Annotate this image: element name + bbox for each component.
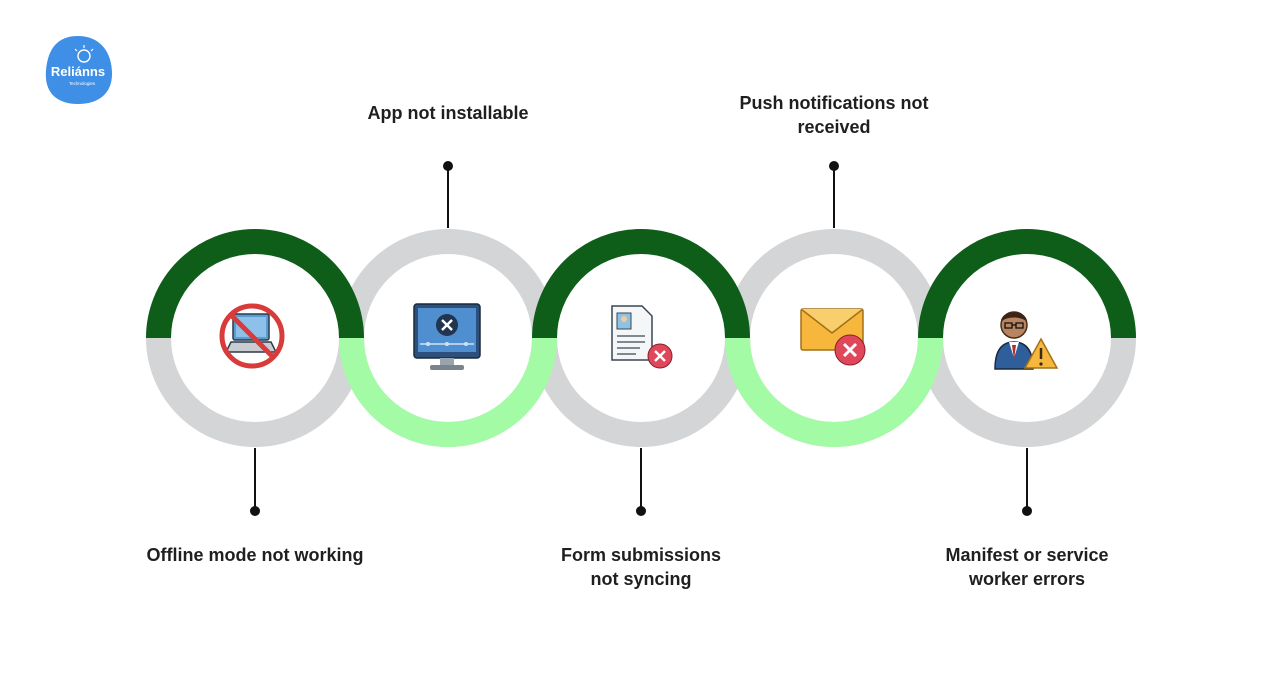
logo-subtext: Technologies [69,81,96,86]
person-warning-icon [994,311,1059,370]
step-label-app-not-installable: App not installable [367,103,529,123]
envelope-error-icon [800,308,866,366]
light-green-arcs [339,338,943,447]
connectors [254,166,1028,510]
no-computer-icon [219,303,285,369]
connector-dots [250,161,1032,516]
brand-logo: Reliánns Technologies [45,36,112,104]
dark-green-arcs [146,229,1136,338]
logo-text: Reliánns [51,64,105,79]
step-label-offline-mode: Offline mode not working [146,545,364,565]
step-label-manifest-errors: Manifest or service worker errors [945,545,1109,589]
monitor-error-icon [413,303,481,370]
document-error-icon [611,305,673,369]
step-label-push-notifications: Push notifications not received [739,93,929,137]
step-label-form-submissions: Form submissions not syncing [560,545,722,589]
